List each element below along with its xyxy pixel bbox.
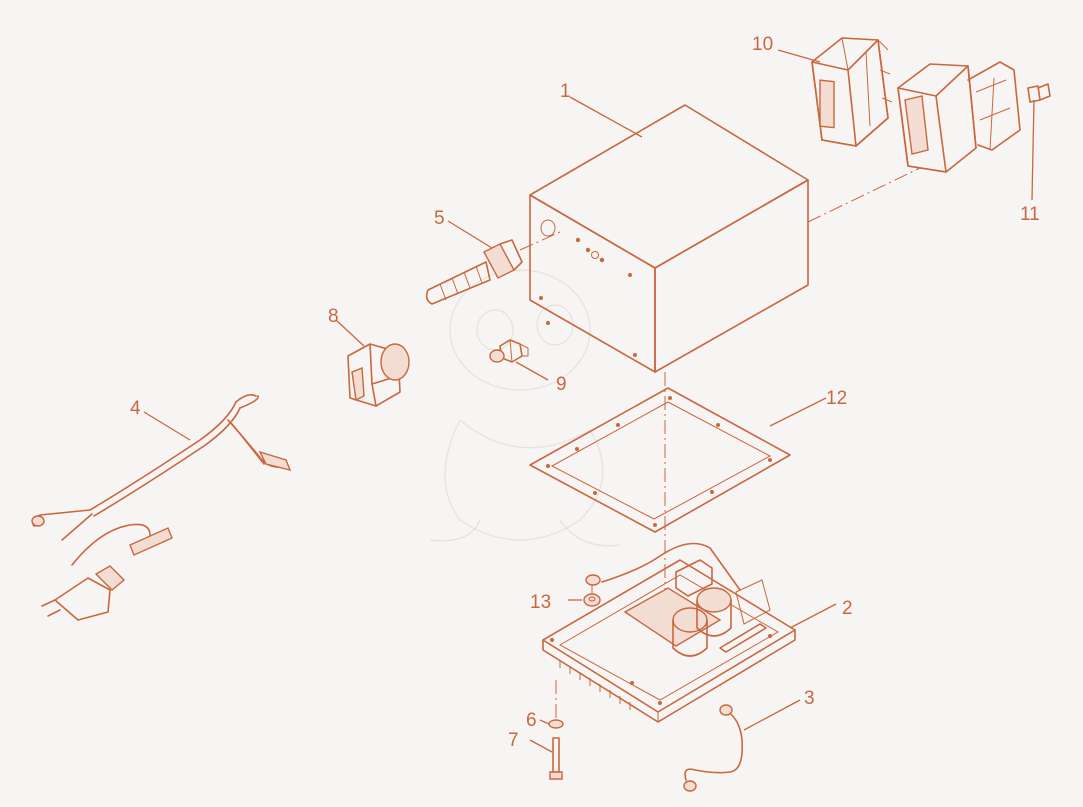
part-11-screw bbox=[1027, 83, 1051, 103]
part-9-fuse-holder bbox=[489, 339, 529, 363]
part-2-base-plate-pcb bbox=[542, 542, 796, 723]
part-10b-connector-with-latch bbox=[897, 61, 1021, 173]
part-5-cable-gland bbox=[425, 239, 523, 305]
callout-8: 8 bbox=[328, 306, 339, 327]
part-10-connector-housing bbox=[811, 37, 893, 147]
part-8-rotary-switch bbox=[347, 343, 410, 407]
part-3-ground-wire bbox=[683, 704, 744, 792]
callout-10: 10 bbox=[752, 34, 773, 55]
part-1-enclosure-box bbox=[529, 104, 809, 373]
callout-labels: 1 2 3 4 5 6 7 8 9 10 11 12 13 bbox=[130, 34, 1040, 751]
part-7-bolt bbox=[549, 737, 563, 780]
callout-7: 7 bbox=[508, 730, 519, 751]
callout-12: 12 bbox=[826, 388, 847, 409]
callout-5: 5 bbox=[434, 208, 445, 229]
callout-13: 13 bbox=[530, 592, 551, 613]
callout-2: 2 bbox=[842, 598, 853, 619]
assembly-axes bbox=[519, 167, 921, 720]
callout-1: 1 bbox=[560, 81, 571, 102]
callout-9: 9 bbox=[556, 374, 567, 395]
part-6-washer bbox=[548, 719, 564, 729]
part-4-power-cable-harness bbox=[31, 394, 292, 621]
part-13-nut bbox=[583, 593, 601, 607]
watermark-mascot bbox=[429, 269, 621, 547]
leader-lines bbox=[143, 49, 1035, 753]
part-12-gasket-frame bbox=[529, 387, 791, 533]
callout-4: 4 bbox=[130, 398, 141, 419]
callout-11: 11 bbox=[1020, 204, 1040, 225]
callout-6: 6 bbox=[526, 710, 537, 731]
callout-3: 3 bbox=[804, 688, 815, 709]
